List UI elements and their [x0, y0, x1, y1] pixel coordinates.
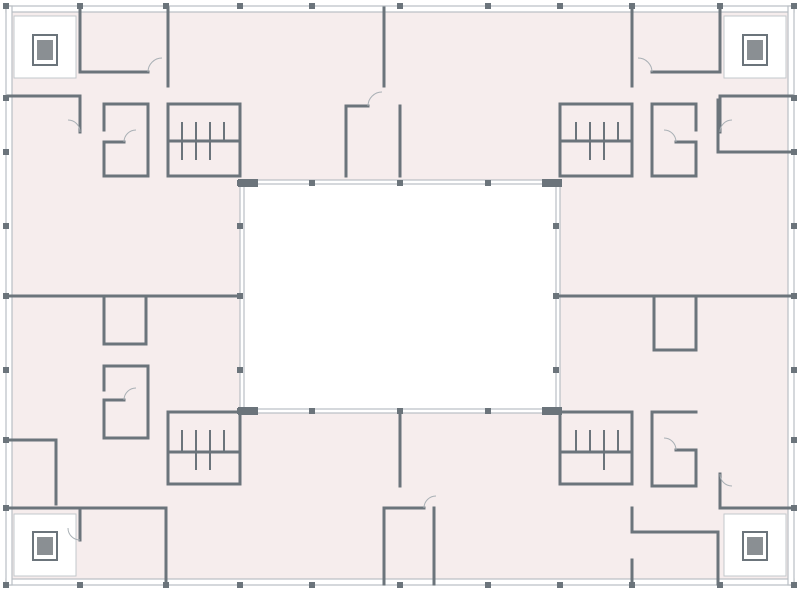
wall-east-room-a — [652, 294, 698, 352]
column — [791, 437, 797, 443]
column — [791, 582, 797, 588]
wall-ne-office — [650, 6, 722, 74]
column — [237, 3, 243, 9]
elevator-car-sw — [37, 537, 53, 555]
structural-columns — [3, 3, 797, 588]
elevator-car-ne — [747, 40, 763, 60]
courtyard-corner-column — [542, 407, 562, 415]
interior-walls — [6, 6, 794, 586]
column — [3, 505, 9, 511]
courtyard-corner-column — [238, 179, 258, 187]
column — [553, 223, 559, 229]
door-swing — [423, 495, 437, 509]
wall-ne-restroom-a — [650, 102, 698, 178]
wall-nw-core — [6, 94, 82, 134]
column — [237, 223, 243, 229]
doors — [67, 57, 733, 541]
column — [237, 293, 243, 299]
column — [791, 223, 797, 229]
wall-north-room — [344, 104, 370, 178]
column — [3, 3, 9, 9]
wall-se-restroom-a — [650, 410, 698, 488]
column — [557, 3, 563, 9]
wall-sw-office — [6, 438, 58, 506]
stair-core-ne — [723, 15, 787, 79]
column — [791, 293, 797, 299]
column — [629, 582, 635, 588]
courtyard-corner-column — [238, 407, 258, 415]
column — [397, 408, 403, 414]
door-swing — [123, 129, 137, 143]
door-swing — [67, 119, 81, 133]
courtyard — [244, 183, 556, 411]
column — [553, 293, 559, 299]
wall-sw-restroom-a — [102, 364, 150, 440]
column — [163, 3, 169, 9]
column — [791, 149, 797, 155]
door-swing — [67, 527, 81, 541]
column — [3, 293, 9, 299]
elevator-car-nw — [37, 40, 53, 60]
wall-ne-core — [718, 94, 794, 134]
column — [3, 582, 9, 588]
column — [3, 367, 9, 373]
column — [485, 3, 491, 9]
column — [557, 582, 563, 588]
stair-core-se — [723, 513, 787, 577]
wall-sw-office-b — [78, 506, 168, 586]
wall-se-core — [718, 472, 794, 510]
wall-nw-office — [78, 6, 150, 74]
column — [791, 367, 797, 373]
column — [163, 582, 169, 588]
wall-se-office — [630, 506, 720, 586]
stair-cores — [13, 15, 787, 577]
stair-core-sw — [13, 513, 77, 577]
column — [485, 408, 491, 414]
courtyard-corner-column — [542, 179, 562, 187]
column — [309, 3, 315, 9]
door-swing — [719, 119, 733, 133]
column — [553, 367, 559, 373]
door-swing — [637, 57, 653, 73]
stair-core-nw — [13, 15, 77, 79]
column — [3, 95, 9, 101]
column — [3, 437, 9, 443]
column — [717, 582, 723, 588]
door-swing — [147, 57, 163, 73]
wc-stalls — [181, 122, 619, 470]
column — [77, 3, 83, 9]
column — [629, 3, 635, 9]
wall-west-room-a — [102, 294, 148, 346]
column — [397, 180, 403, 186]
column — [717, 3, 723, 9]
door-swing — [663, 437, 677, 451]
column — [3, 149, 9, 155]
wall-ne-room — [716, 98, 794, 154]
door-swing — [663, 129, 677, 143]
column — [3, 223, 9, 229]
sw-wc-block — [166, 410, 242, 486]
wall-nw-restroom-a — [102, 102, 150, 178]
column — [791, 95, 797, 101]
column — [485, 180, 491, 186]
door-swing — [719, 473, 733, 487]
door-swing — [123, 387, 137, 401]
column — [309, 408, 315, 414]
elevator-car-se — [747, 537, 763, 555]
door-swing — [367, 91, 383, 107]
column — [791, 505, 797, 511]
column — [397, 582, 403, 588]
wall-south-room — [382, 506, 426, 586]
column — [237, 582, 243, 588]
column — [791, 3, 797, 9]
column — [309, 180, 315, 186]
column — [309, 582, 315, 588]
se-wc-block — [558, 410, 634, 486]
column — [77, 582, 83, 588]
column — [397, 3, 403, 9]
column — [485, 582, 491, 588]
column — [237, 367, 243, 373]
